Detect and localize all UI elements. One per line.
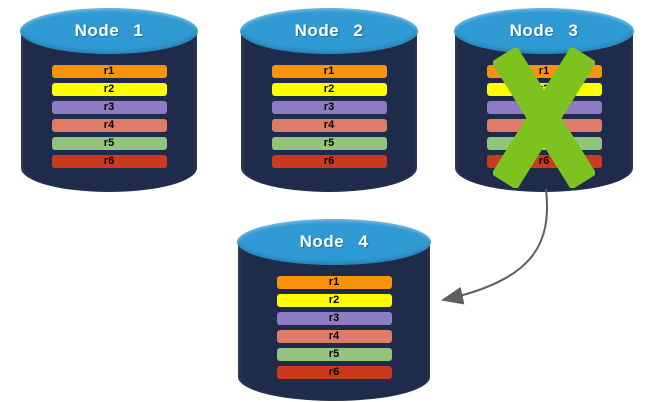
- node-title: Node 3: [509, 21, 579, 40]
- node-title: Node 1: [74, 21, 144, 40]
- record-bar-r3: r3: [271, 101, 387, 114]
- record-bar-r3: r3: [51, 101, 167, 114]
- failure-x-icon: [493, 48, 595, 188]
- record-bar-r1: r1: [271, 65, 387, 78]
- record-bar-r5: r5: [276, 348, 392, 361]
- record-bar-r1: r1: [276, 276, 392, 289]
- record-bar-r5: r5: [271, 137, 387, 150]
- record-bar-r2: r2: [271, 83, 387, 96]
- cylinder-top: Node 1: [20, 8, 198, 54]
- cylinder-top: Node 3: [454, 8, 634, 54]
- node-2-cylinder: Node 2 r1 r2 r3 r4 r5 r6: [240, 8, 418, 192]
- record-bar-r2: r2: [276, 294, 392, 307]
- record-bar-r6: r6: [276, 366, 392, 379]
- record-bar-r6: r6: [271, 155, 387, 168]
- record-list: r1 r2 r3 r4 r5 r6: [240, 65, 418, 168]
- cylinder-top: Node 2: [240, 8, 418, 54]
- record-bar-r4: r4: [276, 330, 392, 343]
- record-bar-r1: r1: [51, 65, 167, 78]
- record-bar-r5: r5: [51, 137, 167, 150]
- record-list: r1 r2 r3 r4 r5 r6: [237, 276, 431, 379]
- record-bar-r6: r6: [51, 155, 167, 168]
- record-list: r1 r2 r3 r4 r5 r6: [20, 65, 198, 168]
- record-bar-r4: r4: [51, 119, 167, 132]
- node-title: Node 4: [299, 232, 369, 251]
- cylinder-top: Node 4: [237, 219, 431, 265]
- record-bar-r3: r3: [276, 312, 392, 325]
- node-1-cylinder: Node 1 r1 r2 r3 r4 r5 r6: [20, 8, 198, 192]
- record-bar-r2: r2: [51, 83, 167, 96]
- node-title: Node 2: [294, 21, 364, 40]
- record-bar-r4: r4: [271, 119, 387, 132]
- node-4-cylinder: Node 4 r1 r2 r3 r4 r5 r6: [237, 219, 431, 401]
